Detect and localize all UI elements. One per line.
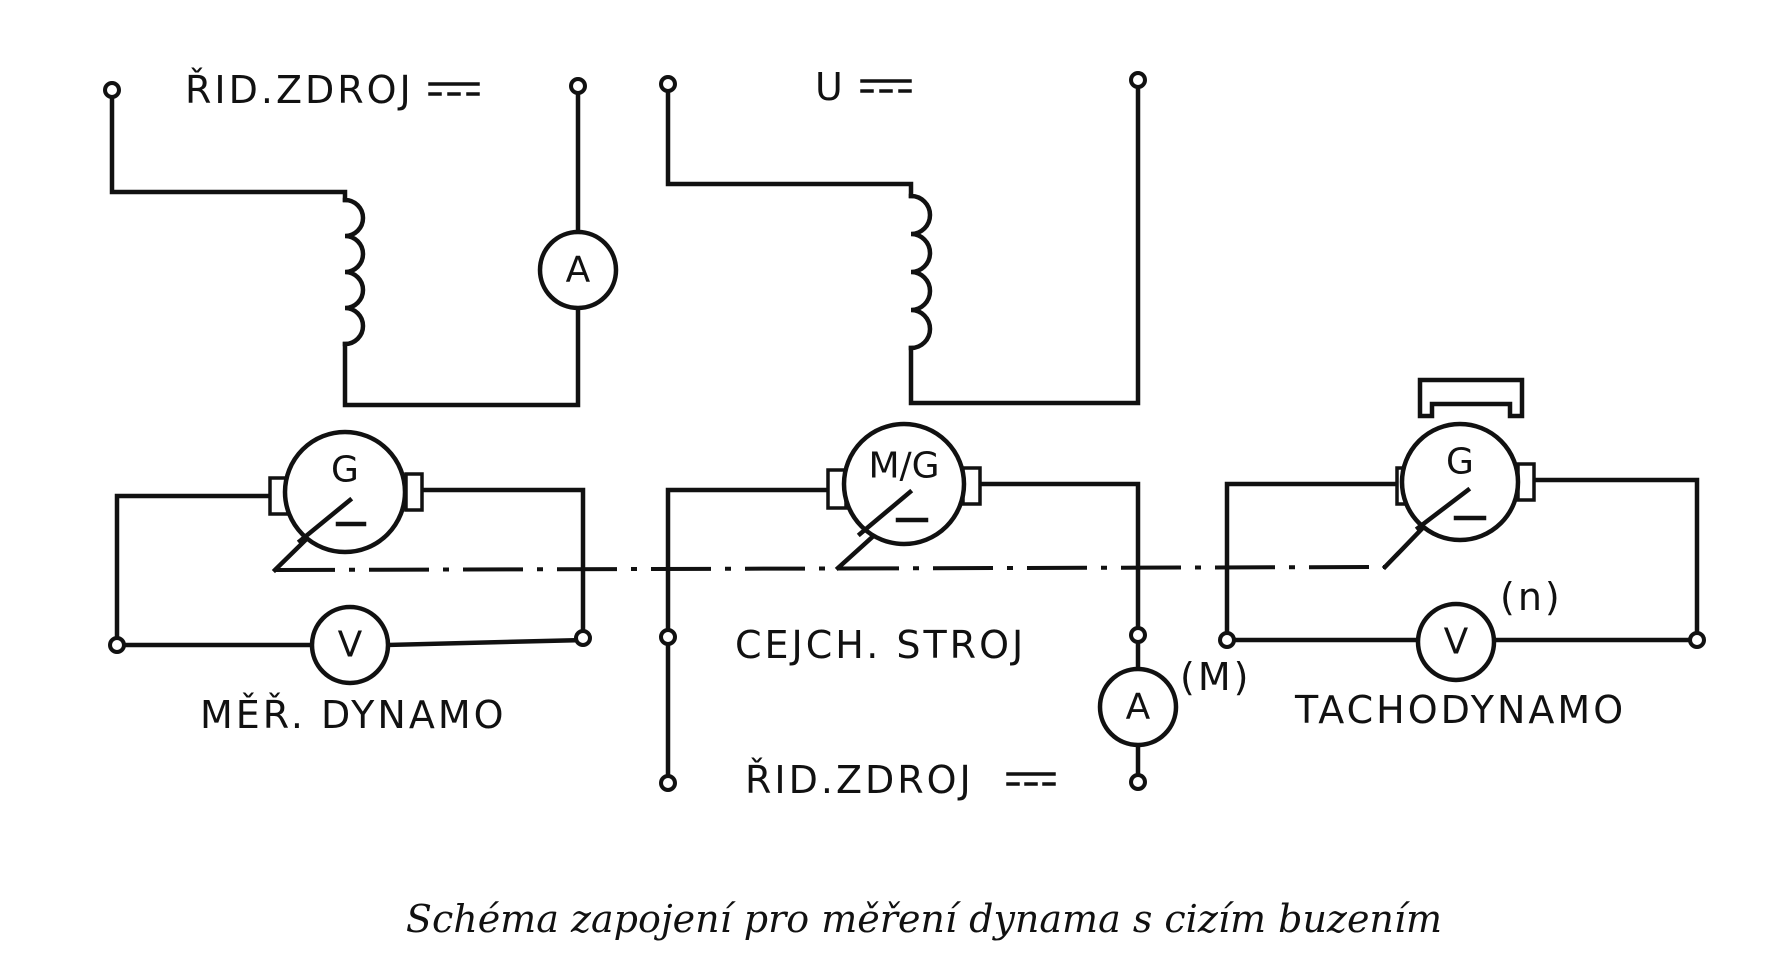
terminal <box>569 77 587 95</box>
generator-symbol: G <box>1395 421 1536 543</box>
label: M/G <box>868 446 939 487</box>
terminal <box>659 75 677 93</box>
label: G <box>1446 442 1474 483</box>
mark-m-label: (M) <box>1180 655 1251 699</box>
generator-symbol: G <box>268 429 424 555</box>
voltmeter-symbol: V <box>1415 601 1497 683</box>
measuring-dynamo: G V MĚŘ. DYNAMO <box>108 429 592 737</box>
middle-field-coil <box>908 193 933 351</box>
dc-symbol <box>1006 772 1056 786</box>
left-field-coil <box>342 197 366 347</box>
terminal <box>1129 773 1147 791</box>
terminal <box>108 636 126 654</box>
label: V <box>338 625 363 666</box>
left-field-circuit: A ŘID.ZDROJ <box>103 68 619 408</box>
supply-u-label: U <box>815 65 846 109</box>
label: V <box>1444 622 1469 663</box>
terminal <box>659 774 677 792</box>
middle-field-circuit: U <box>659 65 1147 406</box>
terminal <box>1129 71 1147 89</box>
control-source-label-top: ŘID.ZDROJ <box>185 68 414 112</box>
ammeter-symbol: A <box>537 229 619 311</box>
label: A <box>566 250 591 291</box>
dc-symbol <box>860 79 912 93</box>
terminal <box>574 629 592 647</box>
measuring-dynamo-label: MĚŘ. DYNAMO <box>200 693 507 737</box>
calibration-machine-label: CEJCH. STROJ <box>735 623 1026 667</box>
figure-caption: Schéma zapojení pro měření dynama s cizí… <box>406 897 1442 941</box>
voltmeter-symbol: V <box>309 604 391 686</box>
label: A <box>1126 687 1151 728</box>
terminal <box>103 81 121 99</box>
calibration-machine: M/G A (M) CEJCH. STROJ ŘID.ZDROJ <box>659 421 1251 802</box>
control-source-label-bottom: ŘID.ZDROJ <box>745 758 974 802</box>
tachodynamo: G V (n) TACHODYNAMO <box>1218 377 1706 732</box>
ammeter-symbol: A <box>1097 666 1179 748</box>
tachodynamo-label: TACHODYNAMO <box>1294 688 1626 732</box>
mark-n-label: (n) <box>1500 575 1563 619</box>
terminal <box>1688 631 1706 649</box>
label: G <box>331 450 359 491</box>
dc-symbol <box>428 82 480 96</box>
terminal <box>659 628 677 646</box>
terminal <box>1129 626 1147 644</box>
terminal <box>1218 631 1236 649</box>
motor-generator-symbol: M/G <box>826 421 982 547</box>
tachometer-indicator-icon <box>1417 377 1525 419</box>
